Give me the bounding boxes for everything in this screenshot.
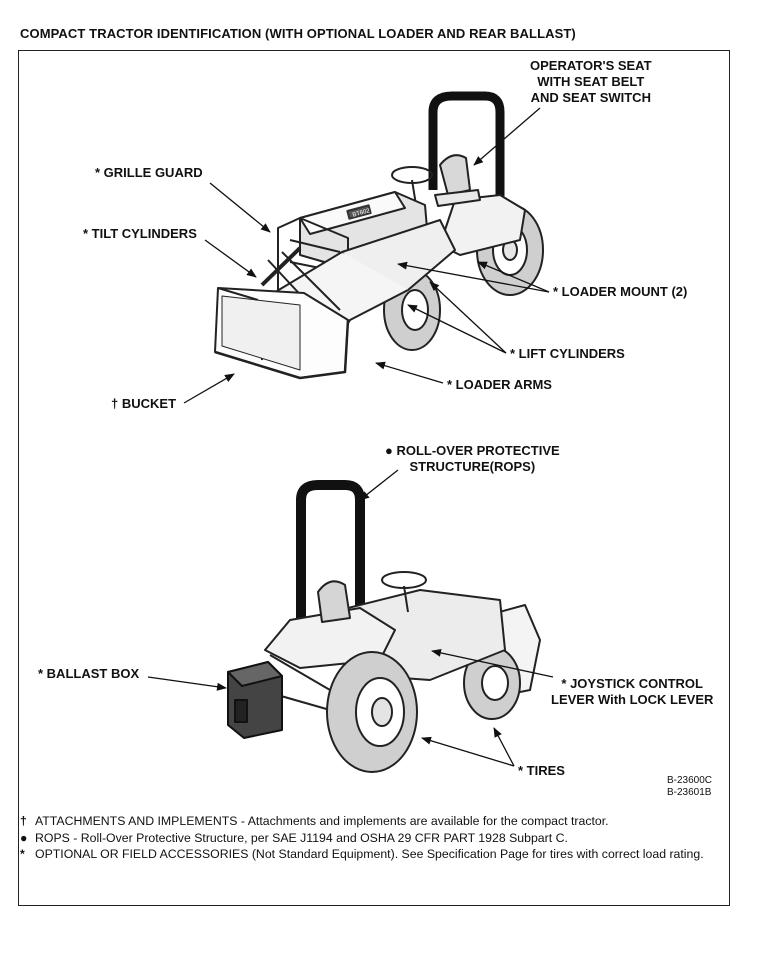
top-tractor-illustration: BT602 — [214, 91, 544, 380]
operators-seat-callout: OPERATOR'S SEAT WITH SEAT BELT AND SEAT … — [530, 58, 652, 105]
joystick-callout: * JOYSTICK CONTROL LEVER With LOCK LEVER — [551, 676, 714, 707]
grille-guard-callout: * GRILLE GUARD — [95, 165, 203, 180]
page-title: COMPACT TRACTOR IDENTIFICATION (WITH OPT… — [20, 26, 576, 41]
bullet-symbol: ● — [20, 830, 28, 845]
figure-ref-top: B-23600C — [667, 775, 713, 786]
bucket-callout: † BUCKET — [111, 396, 177, 411]
loader-arms-callout: * LOADER ARMS — [447, 377, 552, 392]
asterisk-symbol: * — [20, 847, 25, 861]
tilt-cylinders-callout: * TILT CYLINDERS — [83, 226, 197, 241]
note-rops: ●ROPS - Roll-Over Protective Structure, … — [20, 830, 568, 845]
lift-cylinders-callout: * LIFT CYLINDERS — [510, 346, 625, 361]
legend-notes: †ATTACHMENTS AND IMPLEMENTS - Attachment… — [20, 813, 704, 863]
rops-callout: ● ROLL-OVER PROTECTIVE STRUCTURE(ROPS) — [385, 443, 560, 474]
dagger-symbol: † — [20, 814, 27, 828]
figure-frame — [18, 50, 730, 906]
callout-leaders — [147, 107, 554, 767]
figure-ref-bottom: B-23601B — [667, 787, 712, 798]
note-optional: *OPTIONAL OR FIELD ACCESSORIES (Not Stan… — [20, 847, 704, 861]
tires-callout: * TIRES — [518, 763, 565, 778]
note-attachments: †ATTACHMENTS AND IMPLEMENTS - Attachment… — [20, 814, 609, 828]
bottom-tractor-illustration — [227, 480, 541, 773]
loader-mount-callout: * LOADER MOUNT (2) — [553, 284, 688, 299]
hood-badge: BT602 — [352, 208, 371, 219]
ballast-box-callout: * BALLAST BOX — [38, 666, 140, 681]
